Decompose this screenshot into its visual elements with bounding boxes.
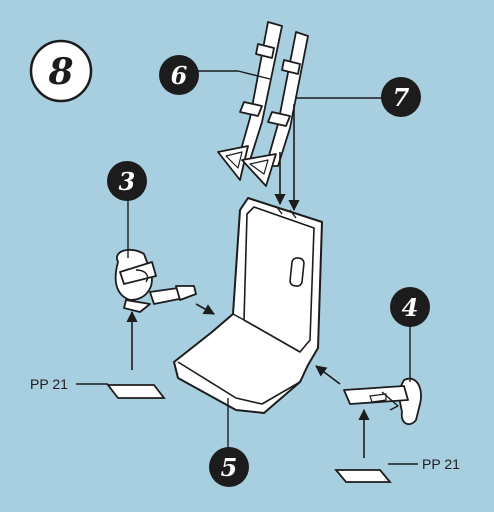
callout-4: 4 xyxy=(390,287,430,327)
seat-part xyxy=(173,197,323,414)
lap-strap-left-part xyxy=(114,248,197,313)
step-number-badge: 8 xyxy=(29,39,93,103)
pp21-plate-right xyxy=(334,469,392,483)
callout-6: 7 xyxy=(381,77,421,117)
callout-5: 6 xyxy=(159,55,199,95)
part-ref-right: PP 21 xyxy=(422,456,460,472)
callout-7: 5 xyxy=(209,447,249,487)
shoulder-straps-part xyxy=(217,21,309,187)
assembly-arrows xyxy=(126,104,370,458)
pp21-plate-left xyxy=(106,384,166,399)
callout-6-label: 7 xyxy=(393,83,410,112)
lap-strap-right-part xyxy=(343,377,422,426)
callout-3: 3 xyxy=(107,161,147,201)
callout-5-label: 6 xyxy=(171,61,188,90)
leader-lines xyxy=(76,70,418,465)
callout-7-label: 5 xyxy=(221,453,238,482)
callout-3-label: 3 xyxy=(119,167,136,196)
step-number: 8 xyxy=(47,51,73,93)
callout-4-label: 4 xyxy=(402,293,419,322)
part-ref-left: PP 21 xyxy=(30,376,68,392)
